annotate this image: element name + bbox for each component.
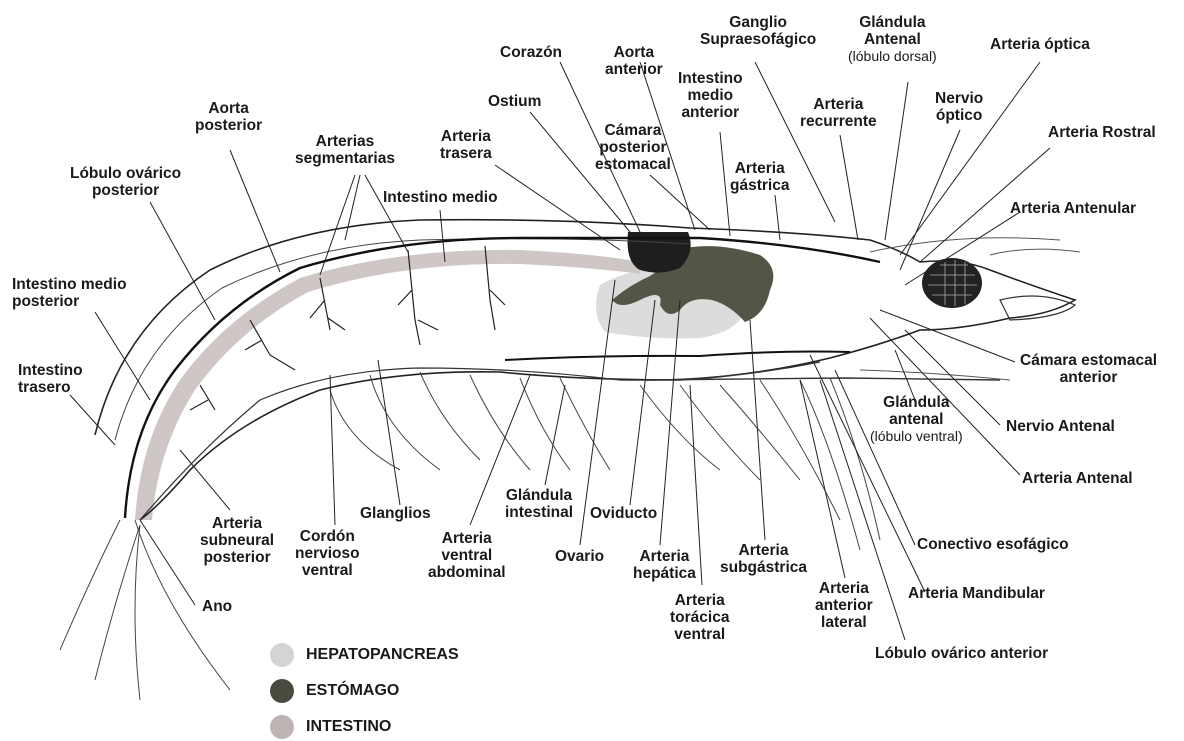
label-intestino-medio-posterior: Intestino medio posterior bbox=[12, 276, 127, 310]
appendages bbox=[330, 372, 880, 550]
legend-swatch-hepatopancreas bbox=[270, 643, 294, 667]
label-glandula-antenal-dorsal: Glándula Antenal (lóbulo dorsal) bbox=[848, 14, 937, 65]
label-aorta-anterior: Aorta anterior bbox=[605, 44, 663, 78]
label-conectivo-esofagico: Conectivo esofágico bbox=[917, 536, 1069, 553]
label-aorta-posterior: Aorta posterior bbox=[195, 100, 262, 134]
label-arteria-subgastrica: Arteria subgástrica bbox=[720, 542, 807, 576]
legend-label-estomago: ESTÓMAGO bbox=[306, 682, 399, 700]
label-ostium: Ostium bbox=[488, 93, 541, 110]
label-arteria-optica: Arteria óptica bbox=[990, 36, 1090, 53]
ventral-line bbox=[140, 362, 820, 520]
legend-item-hepatopancreas: HEPATOPANCREAS bbox=[270, 641, 459, 669]
label-arteria-antenal: Arteria Antenal bbox=[1022, 470, 1133, 487]
label-arteria-trasera: Arteria trasera bbox=[440, 128, 492, 162]
label-arterias-segmentarias: Arterias segmentarias bbox=[295, 133, 395, 167]
label-glanglios: Glanglios bbox=[360, 505, 431, 522]
label-arteria-subneural-posterior: Arteria subneural posterior bbox=[200, 515, 274, 566]
label-lobulo-ovarico-anterior: Lóbulo ovárico anterior bbox=[875, 645, 1048, 662]
intestine-band bbox=[135, 250, 640, 520]
legend-label-intestino: INTESTINO bbox=[306, 718, 391, 736]
label-nervio-optico: Nervio óptico bbox=[935, 90, 983, 124]
legend-item-intestino: INTESTINO bbox=[270, 713, 391, 741]
label-glandula-antenal-dorsal-title: Glándula Antenal bbox=[859, 14, 925, 48]
label-glandula-antenal-ventral-title: Glándula antenal bbox=[883, 394, 949, 428]
label-arteria-recurrente: Arteria recurrente bbox=[800, 96, 877, 130]
label-intestino-medio-anterior: Intestino medio anterior bbox=[678, 70, 743, 121]
label-glandula-antenal-ventral: Glándula antenal (lóbulo ventral) bbox=[870, 394, 963, 445]
label-ganglio-supraesofagico: Ganglio Supraesofágico bbox=[700, 14, 816, 48]
label-glandula-antenal-ventral-sub: (lóbulo ventral) bbox=[870, 428, 963, 445]
eye-shape bbox=[922, 258, 982, 308]
ventral-body-line bbox=[505, 352, 850, 361]
label-intestino-medio: Intestino medio bbox=[383, 189, 498, 206]
label-arteria-gastrica: Arteria gástrica bbox=[730, 160, 789, 194]
legend-swatch-estomago bbox=[270, 679, 294, 703]
legend-label-hepatopancreas: HEPATOPANCREAS bbox=[306, 646, 459, 664]
label-nervio-antenal: Nervio Antenal bbox=[1006, 418, 1115, 435]
label-arteria-ventral-abdominal: Arteria ventral abdominal bbox=[428, 530, 506, 581]
label-cordon-nervioso-ventral: Cordón nervioso ventral bbox=[295, 528, 360, 579]
label-arteria-antenular: Arteria Antenular bbox=[1010, 200, 1136, 217]
label-ano: Ano bbox=[202, 598, 232, 615]
label-camara-posterior-estomacal: Cámara posterior estomacal bbox=[595, 122, 671, 173]
label-oviducto: Oviducto bbox=[590, 505, 657, 522]
label-lobulo-ovarico-posterior: Lóbulo ovárico posterior bbox=[70, 165, 181, 199]
legend-item-estomago: ESTÓMAGO bbox=[270, 677, 399, 705]
label-arteria-mandibular: Arteria Mandibular bbox=[908, 585, 1045, 602]
label-arteria-rostral: Arteria Rostral bbox=[1048, 124, 1156, 141]
label-arteria-hepatica: Arteria hepática bbox=[633, 548, 696, 582]
label-intestino-trasero: Intestino trasero bbox=[18, 362, 83, 396]
label-camara-estomacal-anterior: Cámara estomacal anterior bbox=[1020, 352, 1157, 386]
legend-swatch-intestino bbox=[270, 715, 294, 739]
label-arteria-toracica-ventral: Arteria torácica ventral bbox=[670, 592, 729, 643]
label-ovario: Ovario bbox=[555, 548, 604, 565]
label-corazon: Corazón bbox=[500, 44, 562, 61]
label-glandula-intestinal: Glándula intestinal bbox=[505, 487, 573, 521]
antennal-scale bbox=[1000, 296, 1075, 320]
label-glandula-antenal-dorsal-sub: (lóbulo dorsal) bbox=[848, 48, 937, 65]
label-arteria-anterior-lateral: Arteria anterior lateral bbox=[815, 580, 873, 631]
